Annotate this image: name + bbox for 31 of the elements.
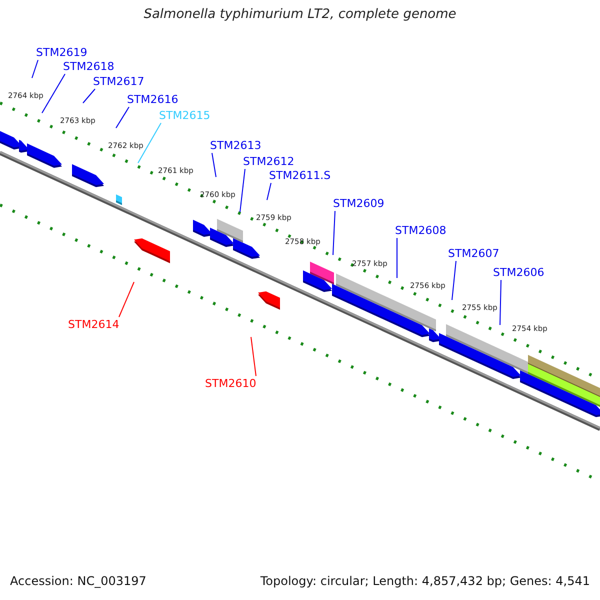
gene-label: STM2616 xyxy=(127,93,178,106)
gene-label: STM2607 xyxy=(448,247,500,260)
leader-line xyxy=(396,238,398,278)
leader-line xyxy=(212,152,216,178)
leader-line xyxy=(266,182,272,200)
title: Salmonella typhimurium LT2, complete genome xyxy=(142,8,458,21)
gene-label: STM2609 xyxy=(333,197,384,210)
gene-label: STM2608 xyxy=(395,224,446,237)
footer-text: Accession: NC_003197 xyxy=(10,575,146,588)
gene-label: STM2615 xyxy=(159,109,210,122)
leader-line xyxy=(82,88,96,104)
leader-line xyxy=(452,260,456,300)
gene-label: STM2613 xyxy=(210,139,262,152)
gene-label: STM2606 xyxy=(493,266,544,279)
leader-line xyxy=(32,60,38,78)
gene-label: STM2618 xyxy=(63,60,114,73)
leader-line xyxy=(118,282,134,318)
leader-line xyxy=(500,280,502,326)
gene-label: STM2610 xyxy=(205,377,256,390)
leader-line xyxy=(332,210,336,256)
leader-line xyxy=(138,122,162,164)
gene-label: STM2614 xyxy=(68,318,120,331)
gene-label: STM2617 xyxy=(93,75,144,88)
gene-label: STM2612 xyxy=(243,155,294,168)
leader-line xyxy=(42,74,66,114)
leader-line xyxy=(240,168,246,212)
footer-text: Topology: circular; Length: 4,857,432 bp; Genes: 4,541 xyxy=(260,575,590,588)
gene-label: STM2619 xyxy=(36,46,88,59)
gene-label: STM2611.S xyxy=(269,169,331,182)
leader-line xyxy=(250,336,256,376)
leader-line xyxy=(116,106,130,128)
